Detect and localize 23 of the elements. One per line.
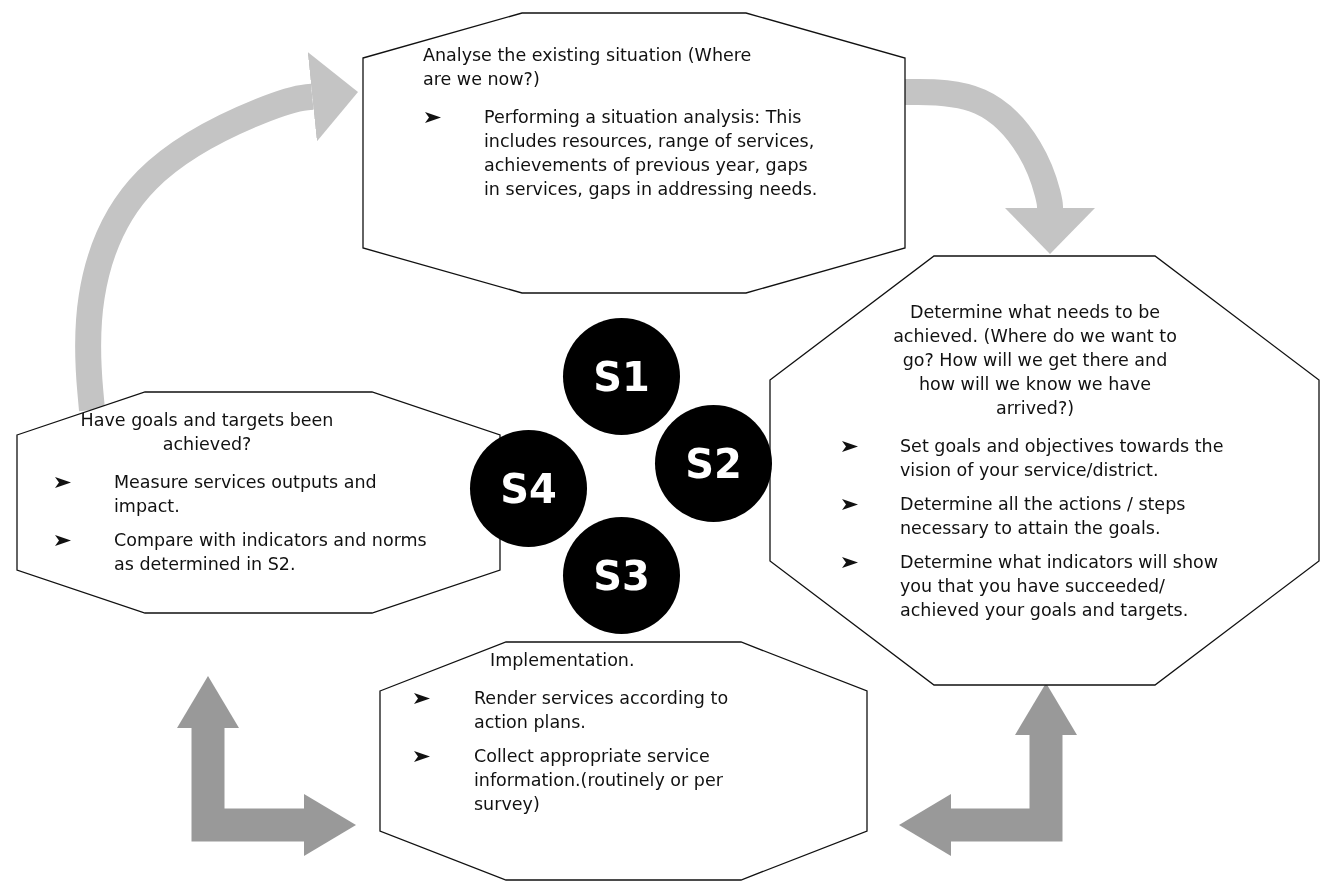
step-label: S1 xyxy=(593,353,650,400)
block-arrow xyxy=(177,676,356,856)
step-octagon xyxy=(770,256,1319,685)
bullet-text: Compare with indicators and norms as determined in S2. xyxy=(114,529,428,576)
block-arrow xyxy=(75,51,358,412)
step-heading: Have goals and targets been achieved? xyxy=(79,409,335,456)
step-label: S4 xyxy=(500,465,557,512)
step-octagon xyxy=(380,642,867,880)
step-octagon xyxy=(363,13,905,293)
step-heading: Analyse the existing situation (Where are we now?) xyxy=(423,44,753,91)
bullet-text: Measure services outputs and impact. xyxy=(114,471,378,518)
bullet-text: Render services according to action plans. xyxy=(474,687,730,734)
bullet-text: Collect appropriate service information.(routinely or per survey) xyxy=(474,745,724,816)
step-label: S3 xyxy=(593,552,650,599)
step-label: S2 xyxy=(685,440,742,487)
bullet-text: Performing a situation analysis: This includes resources, range of services, achievements of previous year, gaps in services, gaps in addressing needs. xyxy=(484,106,819,201)
block-arrow xyxy=(905,79,1095,254)
bullet-text: Determine what indicators will show you that you have succeeded/ achieved your goals and targets. xyxy=(900,551,1220,622)
step-octagon xyxy=(17,392,500,613)
bullet-text: Set goals and objectives towards the vision of your service/district. xyxy=(900,435,1225,482)
step-heading: Determine what needs to be achieved. (Where do we want to go? How will we get there and how will we know we have arrived?) xyxy=(892,301,1178,420)
step-heading: Implementation. xyxy=(490,649,636,672)
bullet-text: Determine all the actions / steps necessary to attain the goals. xyxy=(900,493,1187,540)
